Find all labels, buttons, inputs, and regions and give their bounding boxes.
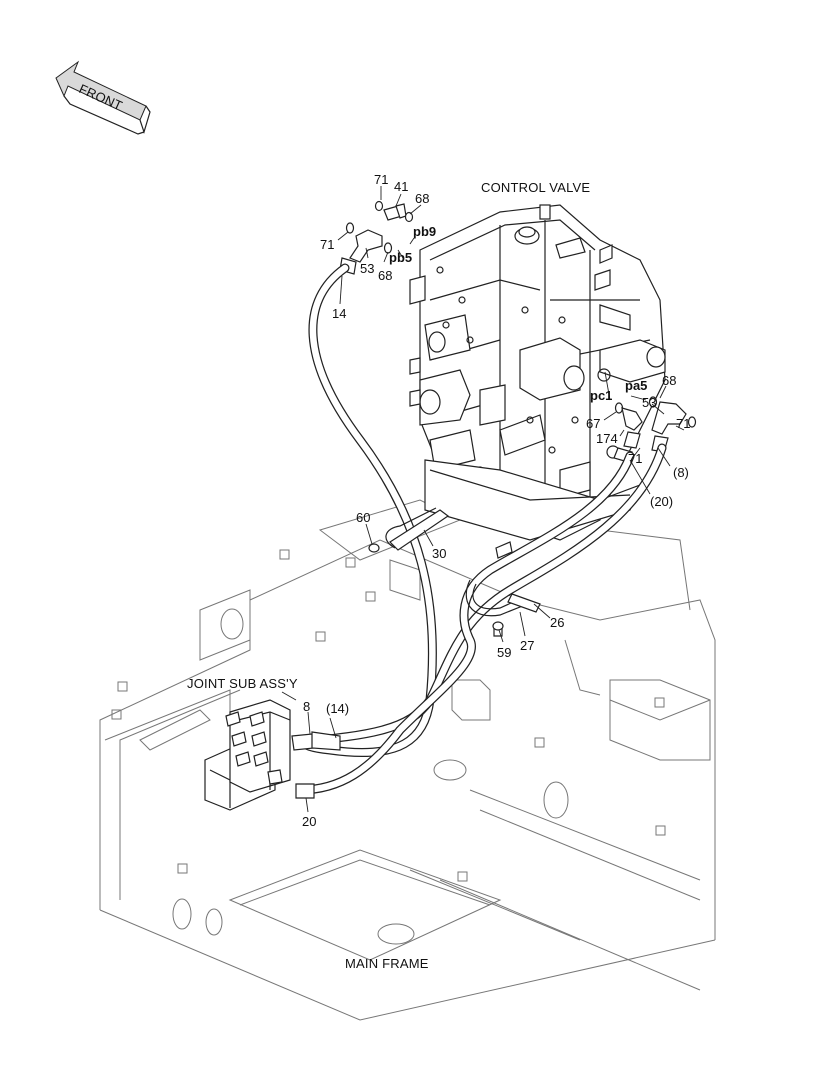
callout-68-right: 68 <box>662 373 676 388</box>
callout-59: 59 <box>497 645 511 660</box>
main-frame: MAIN FRAME <box>99 494 716 1021</box>
callout-30: 30 <box>432 546 446 561</box>
joint-sub-assy: JOINT SUB ASS'Y <box>187 676 298 811</box>
callout-71-right: 71 <box>676 416 690 431</box>
callout-27: 27 <box>520 638 534 653</box>
callout-numbers: 71 41 68 pb9 71 53 pb5 68 14 pa5 68 pc1 … <box>302 172 690 829</box>
clamp-27 <box>465 541 541 637</box>
callout-67: 67 <box>586 416 600 431</box>
control-valve-label: CONTROL VALVE <box>481 180 590 195</box>
hoses <box>291 263 667 799</box>
callout-53-right: 53 <box>642 395 656 410</box>
callout-60: 60 <box>356 510 370 525</box>
callout-14: 14 <box>332 306 346 321</box>
callout-8: 8 <box>303 699 310 714</box>
leader-lines <box>305 186 685 813</box>
callout-71-left: 71 <box>320 237 334 252</box>
control-valve: CONTROL VALVE <box>409 180 666 541</box>
port-pb5: pb5 <box>389 250 412 265</box>
callout-20-paren: (20) <box>650 494 673 509</box>
callout-26: 26 <box>550 615 564 630</box>
callout-20: 20 <box>302 814 316 829</box>
port-pa5: pa5 <box>625 378 647 393</box>
callout-71-mid: 71 <box>628 451 642 466</box>
callout-174: 174 <box>596 431 618 446</box>
main-frame-label: MAIN FRAME <box>345 956 429 971</box>
callout-41: 41 <box>394 179 408 194</box>
callout-71-top: 71 <box>374 172 388 187</box>
callout-68-left: 68 <box>378 268 392 283</box>
clamp-30 <box>368 507 450 553</box>
port-pc1: pc1 <box>590 388 612 403</box>
callout-8-paren: (8) <box>673 465 689 480</box>
callout-14-paren: (14) <box>326 701 349 716</box>
joint-sub-assy-label: JOINT SUB ASS'Y <box>187 676 298 691</box>
front-arrow-icon: FRONT <box>55 60 151 135</box>
callout-68-top: 68 <box>415 191 429 206</box>
callout-53-left: 53 <box>360 261 374 276</box>
port-pb9: pb9 <box>413 224 436 239</box>
